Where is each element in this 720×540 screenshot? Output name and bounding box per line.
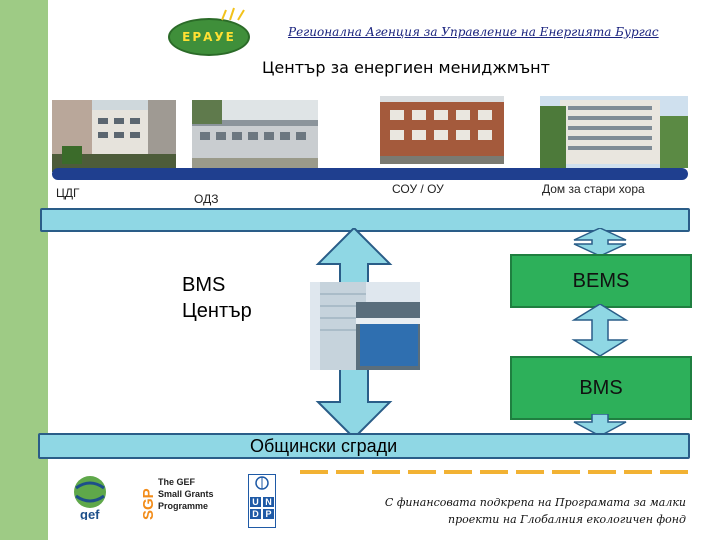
bms-center-line1: BMS bbox=[182, 274, 226, 296]
arrow-down-to-bar-icon bbox=[573, 414, 627, 436]
buildings-baseline bbox=[52, 168, 688, 180]
arrow-up-down-bottom-icon bbox=[571, 304, 629, 356]
sgp-mark: SGP bbox=[140, 488, 157, 520]
left-green-strip bbox=[0, 0, 48, 540]
photo-cdg bbox=[52, 100, 176, 172]
gef-text: gef bbox=[80, 507, 100, 520]
sgp-logo: SGP The GEF Small Grants Programme bbox=[140, 474, 214, 520]
bems-box: BEMS bbox=[510, 254, 692, 308]
agency-name: Регионална Агенция за Управление на Енер… bbox=[288, 25, 659, 39]
label-sou: СОУ / ОУ bbox=[392, 182, 444, 196]
bms-box: BMS bbox=[510, 356, 692, 420]
photo-elderly-home bbox=[540, 96, 688, 168]
page-title: Център за енергиен мениджмънт bbox=[262, 58, 550, 77]
municipal-buildings-bar bbox=[38, 433, 690, 459]
erae-logo: ЕРАУЕ bbox=[168, 18, 250, 56]
label-odz: ОДЗ bbox=[194, 192, 219, 206]
label-cdg: ЦДГ bbox=[56, 186, 80, 200]
photo-sou bbox=[380, 96, 504, 164]
arrow-up-down-top-icon bbox=[573, 228, 627, 256]
decorative-dash-line bbox=[300, 470, 690, 476]
funding-line2: проекти на Глобалния екологичен фонд bbox=[448, 513, 686, 526]
undp-logo: U N D P bbox=[248, 474, 276, 528]
bms-center-label: BMS Център bbox=[182, 272, 252, 324]
funding-note: С финансовата подкрепа на Програмата за … bbox=[356, 494, 686, 528]
sgp-text: The GEF Small Grants Programme bbox=[158, 477, 214, 511]
top-connector-bar bbox=[40, 208, 690, 232]
photo-odz bbox=[192, 100, 318, 172]
municipal-buildings-label: Общински сгради bbox=[250, 436, 398, 456]
photo-bms-center bbox=[310, 282, 420, 370]
logo-rays-icon bbox=[221, 7, 245, 21]
bms-center-line2: Център bbox=[182, 300, 252, 322]
label-elderly-home: Дом за стари хора bbox=[542, 182, 645, 196]
gef-logo-icon: gef bbox=[74, 476, 106, 520]
un-emblem-icon bbox=[255, 476, 269, 490]
funding-line1: С финансовата подкрепа на Програмата за … bbox=[384, 496, 686, 509]
